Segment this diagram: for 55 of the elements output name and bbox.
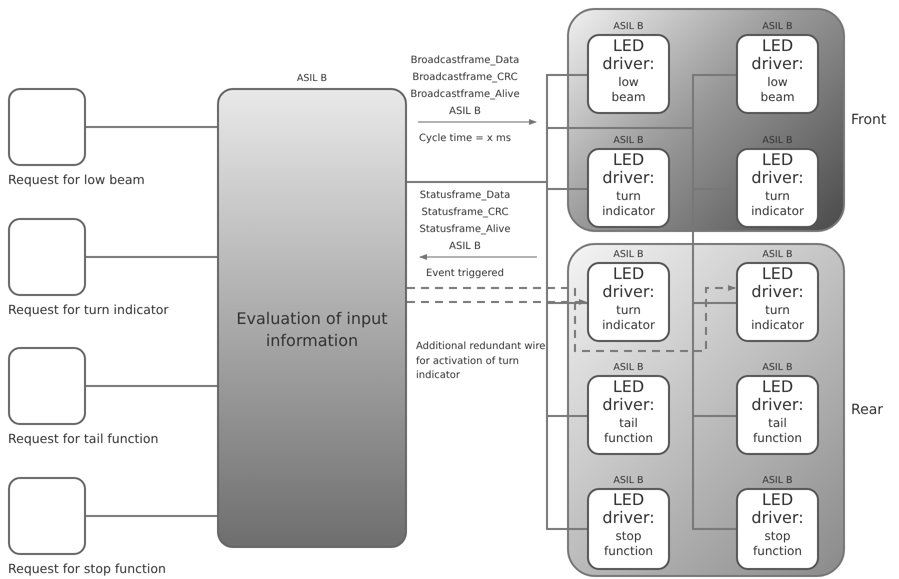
node-title: LED driver: xyxy=(601,378,656,414)
node-caption: Request for tail function xyxy=(8,431,158,446)
signal-label: Cycle time = x ms xyxy=(418,133,512,144)
group-label: Rear xyxy=(851,402,884,418)
node-label: turn indicator xyxy=(601,188,656,219)
node-title: LED driver: xyxy=(601,37,656,73)
node-title: LED driver: xyxy=(750,378,805,414)
safety-level-label: ASIL B xyxy=(612,249,645,260)
safety-level-label: ASIL B xyxy=(761,135,794,146)
dashed-arrow xyxy=(407,285,736,352)
note-text: Additional redundant wire for activation of turn indicator xyxy=(416,340,546,383)
node-title: LED driver: xyxy=(601,491,656,527)
safety-level-label: ASIL B xyxy=(612,362,645,373)
safety-level-label: ASIL B xyxy=(761,475,794,486)
connector-line xyxy=(86,126,217,128)
signal-label: Statusframe_CRC xyxy=(420,207,510,218)
signal-label: Statusframe_Alive xyxy=(418,224,512,235)
safety-level-label: ASIL B xyxy=(761,249,794,260)
node-label: turn indicator xyxy=(750,188,805,219)
signal-label: ASIL B xyxy=(448,241,482,252)
safety-level-label: ASIL B xyxy=(612,475,645,486)
node-caption: Request for low beam xyxy=(8,172,145,187)
connector-line xyxy=(86,385,217,387)
node-title: LED driver: xyxy=(750,265,805,301)
safety-level-label: ASIL B xyxy=(296,73,328,84)
node-label: stop function xyxy=(602,528,654,559)
group-label: Front xyxy=(851,112,886,128)
node-title: LED driver: xyxy=(750,151,805,187)
signal-label: Broadcastframe_Alive xyxy=(409,89,521,100)
node-title: LED driver: xyxy=(750,37,805,73)
dashed-arrow xyxy=(407,299,587,305)
node-label: stop function xyxy=(752,528,804,559)
signal-label: Broadcastframe_Data xyxy=(410,55,520,66)
connector-line xyxy=(86,515,217,517)
node-label: tail function xyxy=(752,416,804,446)
node-label: Evaluation of input information xyxy=(235,308,389,352)
connector-line xyxy=(86,256,217,258)
signal-label: ASIL B xyxy=(448,106,482,117)
signal-label: Event triggered xyxy=(425,268,505,279)
safety-level-label: ASIL B xyxy=(761,362,794,373)
node-label: turn indicator xyxy=(750,302,805,333)
node-caption: Request for stop function xyxy=(8,561,166,576)
safety-level-label: ASIL B xyxy=(761,21,794,32)
node-label: tail function xyxy=(602,416,654,446)
node-caption: Request for turn indicator xyxy=(8,302,169,317)
node-label: low beam xyxy=(759,74,796,105)
node-label: low beam xyxy=(610,74,647,105)
node-label: turn indicator xyxy=(601,302,656,333)
safety-level-label: ASIL B xyxy=(612,21,645,32)
node-title: LED driver: xyxy=(601,151,656,187)
signal-label: Statusframe_Data xyxy=(418,190,512,201)
safety-level-label: ASIL B xyxy=(612,135,645,146)
signal-label: Broadcastframe_CRC xyxy=(411,72,519,83)
node-title: LED driver: xyxy=(750,491,805,527)
node-title: LED driver: xyxy=(601,265,656,301)
